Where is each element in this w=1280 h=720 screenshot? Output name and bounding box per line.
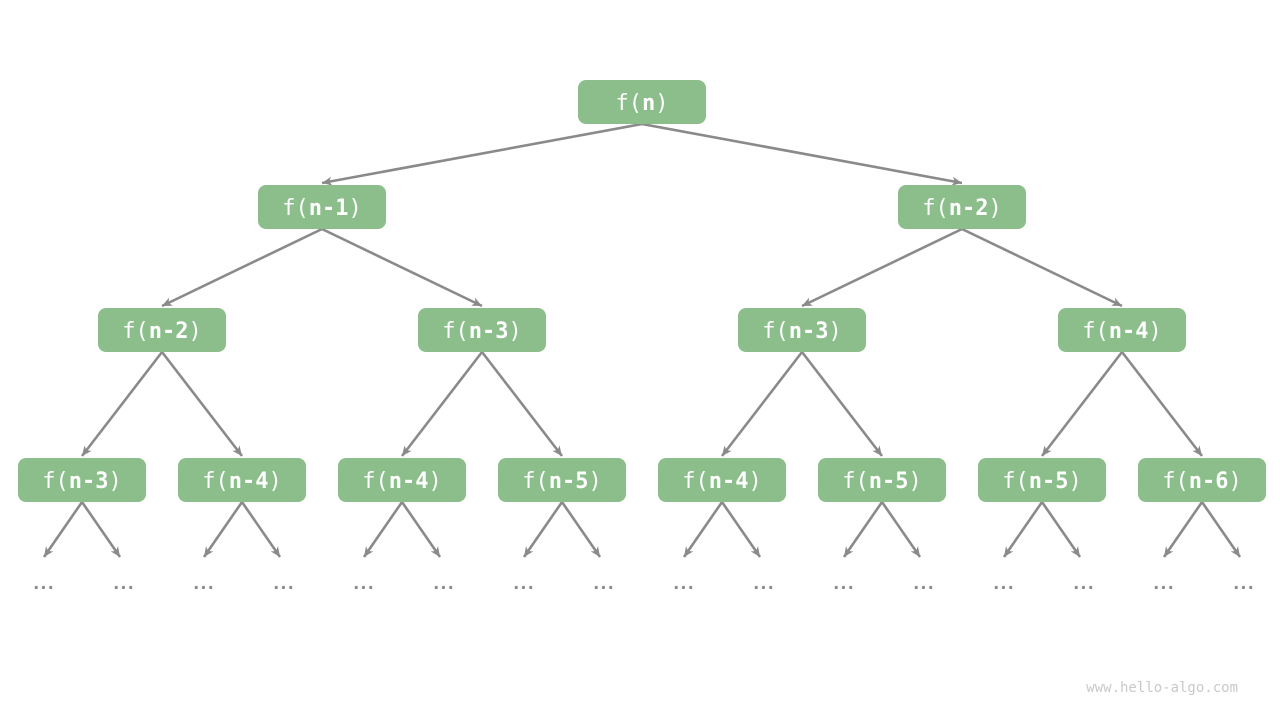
edge-2 bbox=[161, 227, 323, 308]
leaf-arrow-7 bbox=[560, 501, 602, 558]
tree-node-13: f(n-5) bbox=[978, 458, 1106, 502]
ellipsis-text: ... bbox=[271, 574, 293, 594]
tree-node-5: f(n-3) bbox=[738, 308, 866, 352]
watermark: www.hello-algo.com bbox=[1086, 680, 1238, 696]
ellipsis-text: ... bbox=[511, 574, 533, 594]
node-box bbox=[658, 458, 786, 502]
node-label: f(n-2) bbox=[122, 319, 202, 344]
node-label: f(n-4) bbox=[1082, 319, 1162, 344]
ellipsis-text: ... bbox=[111, 574, 133, 594]
tree-node-2: f(n-2) bbox=[898, 185, 1026, 229]
ellipsis-text: ... bbox=[991, 574, 1013, 594]
tree-node-0: f(n) bbox=[578, 80, 706, 124]
leaf-arrow-10 bbox=[842, 501, 884, 558]
leaf-arrow-0 bbox=[42, 501, 84, 558]
edge-13 bbox=[1120, 351, 1204, 457]
leaf-arrow-5 bbox=[400, 501, 442, 558]
node-label: f(n-3) bbox=[762, 319, 842, 344]
node-box bbox=[578, 80, 706, 124]
tree-node-10: f(n-5) bbox=[498, 458, 626, 502]
leaf-arrow-4 bbox=[362, 501, 404, 558]
tree-node-3: f(n-2) bbox=[98, 308, 226, 352]
ellipsis-text: ... bbox=[351, 574, 373, 594]
edge-7 bbox=[160, 351, 244, 457]
node-box bbox=[418, 308, 546, 352]
leaf-arrow-3 bbox=[240, 501, 282, 558]
leaf-arrow-6 bbox=[522, 501, 564, 558]
leaf-arrow-9 bbox=[720, 501, 762, 558]
tree-node-4: f(n-3) bbox=[418, 308, 546, 352]
node-box bbox=[978, 458, 1106, 502]
tree-edges bbox=[80, 122, 1204, 457]
edge-12 bbox=[1040, 351, 1124, 457]
tree-node-1: f(n-1) bbox=[258, 185, 386, 229]
node-label: f(n-5) bbox=[1002, 469, 1082, 494]
node-box bbox=[498, 458, 626, 502]
leaf-arrows bbox=[42, 501, 1242, 558]
tree-node-12: f(n-5) bbox=[818, 458, 946, 502]
node-label: f(n-3) bbox=[442, 319, 522, 344]
ellipsis-text: ... bbox=[31, 574, 53, 594]
tree-node-11: f(n-4) bbox=[658, 458, 786, 502]
ellipsis-text: ... bbox=[831, 574, 853, 594]
tree-node-6: f(n-4) bbox=[1058, 308, 1186, 352]
edge-5 bbox=[961, 227, 1123, 308]
edge-8 bbox=[400, 351, 484, 457]
ellipsis-text: ... bbox=[591, 574, 613, 594]
node-box bbox=[1138, 458, 1266, 502]
ellipsis-text: ... bbox=[431, 574, 453, 594]
leaf-arrow-11 bbox=[880, 501, 922, 558]
node-box bbox=[18, 458, 146, 502]
leaf-arrow-2 bbox=[202, 501, 244, 558]
edge-1 bbox=[641, 122, 963, 186]
node-label: f(n-2) bbox=[922, 196, 1002, 221]
ellipsis-text: ... bbox=[1231, 574, 1253, 594]
leaf-arrow-12 bbox=[1002, 501, 1044, 558]
node-box bbox=[258, 185, 386, 229]
edge-9 bbox=[480, 351, 564, 457]
node-label: f(n-4) bbox=[362, 469, 442, 494]
node-label: f(n-6) bbox=[1162, 469, 1242, 494]
node-box bbox=[98, 308, 226, 352]
ellipsis-text: ... bbox=[1151, 574, 1173, 594]
leaf-arrow-13 bbox=[1040, 501, 1082, 558]
node-box bbox=[818, 458, 946, 502]
node-box bbox=[898, 185, 1026, 229]
edge-6 bbox=[80, 351, 164, 457]
ellipsis-text: ... bbox=[751, 574, 773, 594]
ellipsis-text: ... bbox=[191, 574, 213, 594]
ellipsis-row: ... ... ... ... ... ... ... ... ... ... … bbox=[31, 574, 1256, 594]
node-label: f(n-4) bbox=[682, 469, 762, 494]
leaf-arrow-8 bbox=[682, 501, 724, 558]
ellipsis-text: ... bbox=[671, 574, 693, 594]
edge-4 bbox=[801, 227, 963, 308]
node-box bbox=[178, 458, 306, 502]
ellipsis-text: ... bbox=[911, 574, 933, 594]
node-label: f(n-1) bbox=[282, 196, 362, 221]
node-label: f(n-5) bbox=[522, 469, 602, 494]
leaf-arrow-14 bbox=[1162, 501, 1204, 558]
tree-node-14: f(n-6) bbox=[1138, 458, 1266, 502]
ellipsis-text: ... bbox=[1071, 574, 1093, 594]
tree-node-8: f(n-4) bbox=[178, 458, 306, 502]
tree-node-9: f(n-4) bbox=[338, 458, 466, 502]
node-box bbox=[338, 458, 466, 502]
edge-3 bbox=[321, 227, 483, 308]
tree-node-7: f(n-3) bbox=[18, 458, 146, 502]
node-box bbox=[1058, 308, 1186, 352]
node-label: f(n-3) bbox=[42, 469, 122, 494]
node-label: f(n) bbox=[616, 91, 669, 116]
node-label: f(n-4) bbox=[202, 469, 282, 494]
edge-11 bbox=[800, 351, 884, 457]
edge-10 bbox=[720, 351, 804, 457]
node-box bbox=[738, 308, 866, 352]
leaf-arrow-15 bbox=[1200, 501, 1242, 558]
node-label: f(n-5) bbox=[842, 469, 922, 494]
edge-0 bbox=[321, 122, 643, 186]
leaf-arrow-1 bbox=[80, 501, 122, 558]
